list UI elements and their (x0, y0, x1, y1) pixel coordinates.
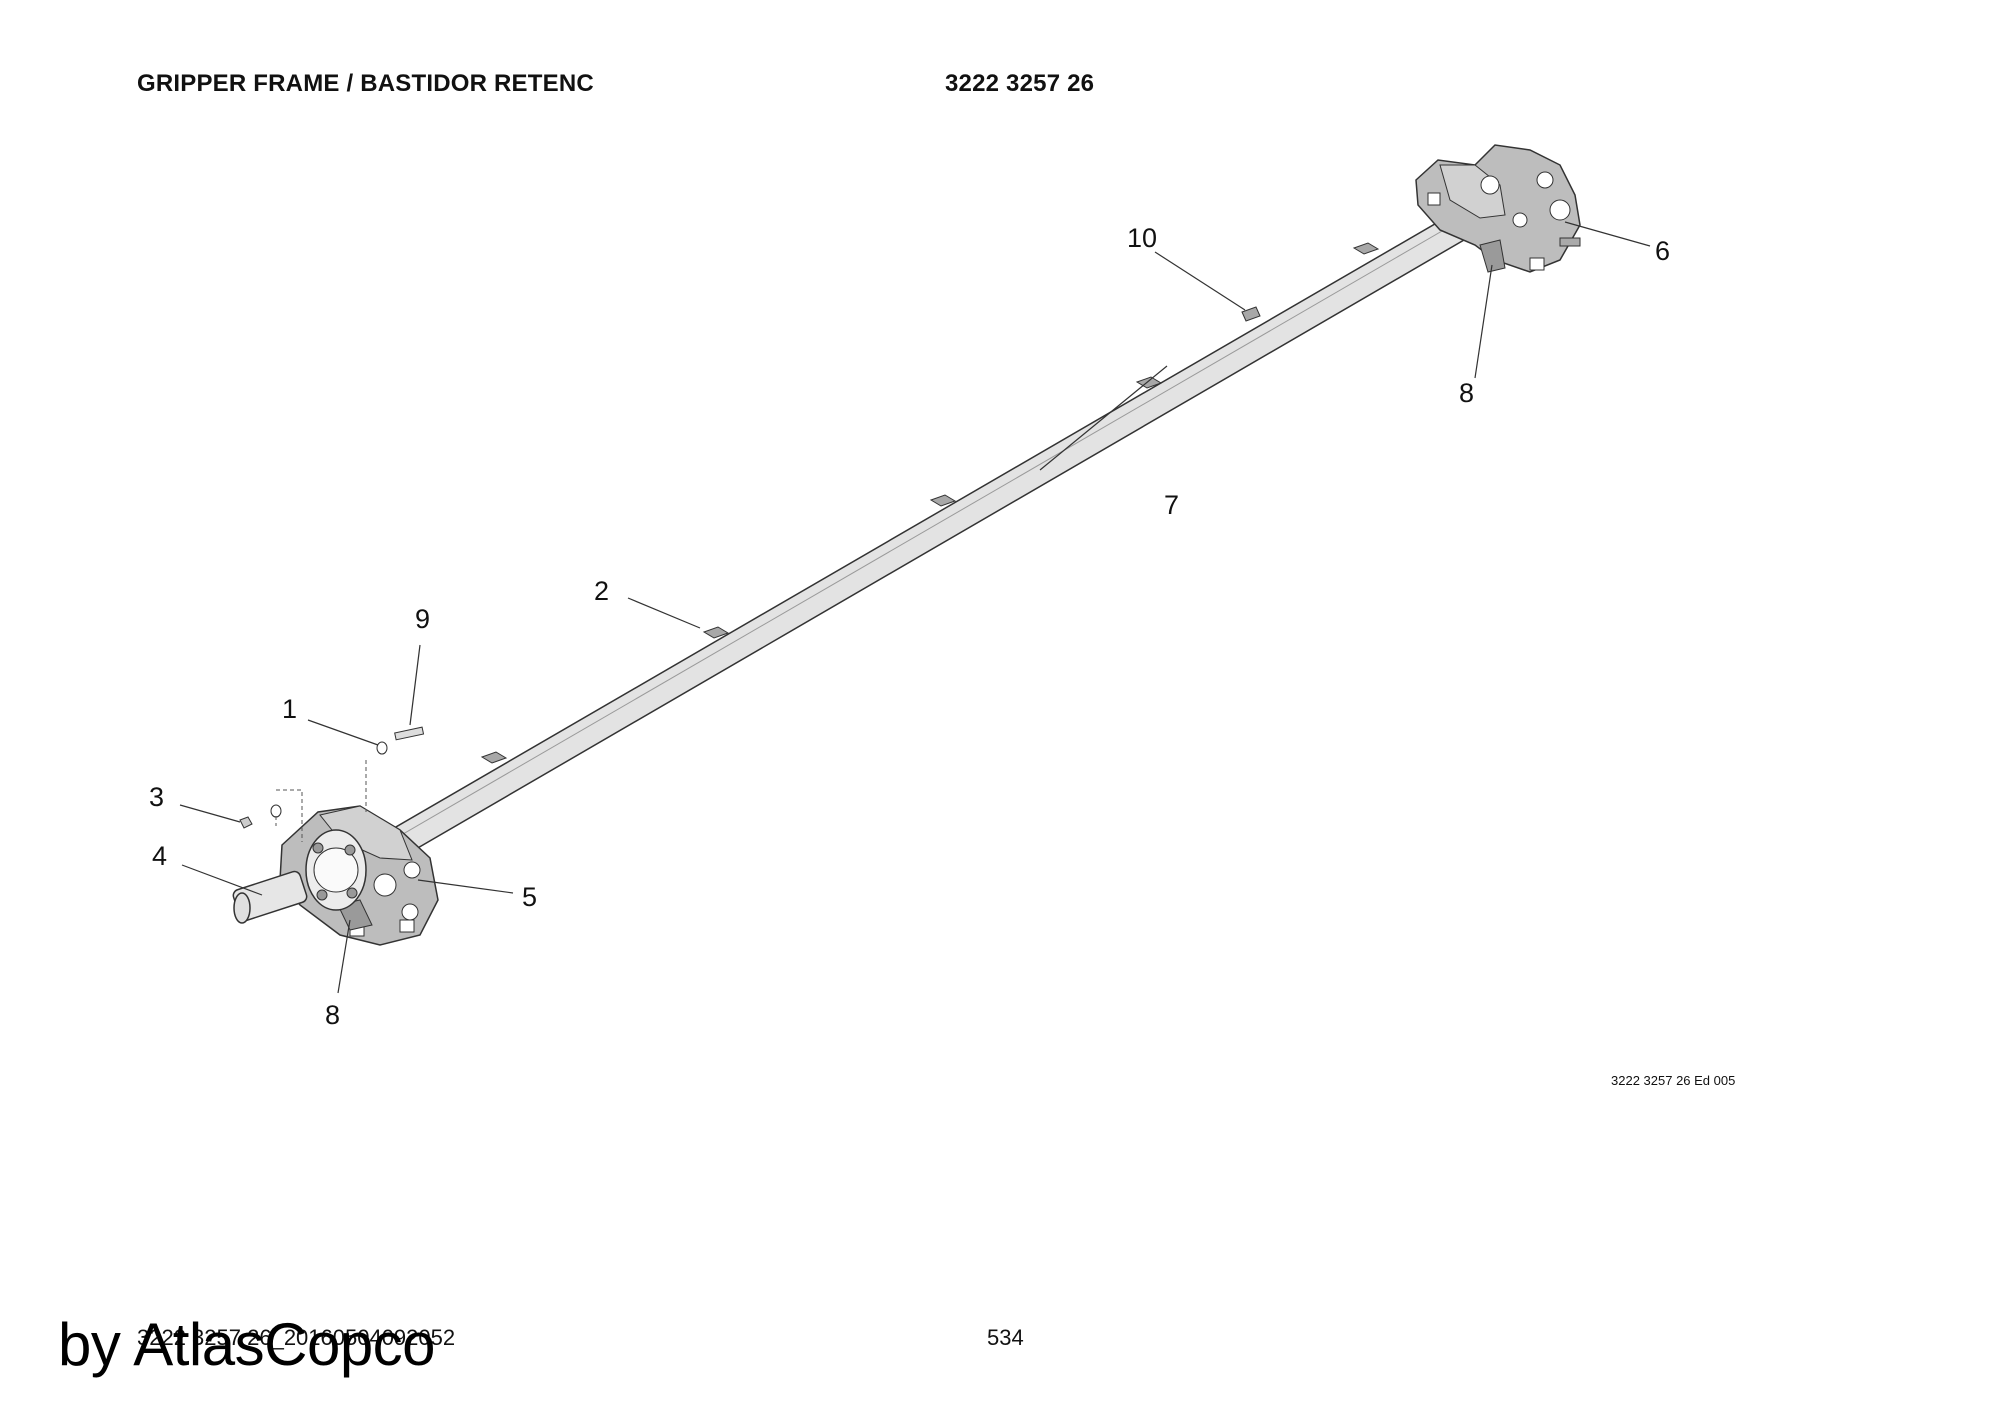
callout-10: 10 (1127, 223, 1157, 253)
right-end-plate (1415, 144, 1581, 273)
callout-7: 7 (1164, 490, 1179, 520)
callout-8-left: 8 (325, 1000, 340, 1030)
fasteners (239, 726, 425, 842)
watermark: by AtlasCopco (58, 1311, 436, 1378)
drive-shaft (232, 829, 367, 924)
gripper-tube (368, 190, 1496, 869)
callout-4: 4 (152, 841, 167, 871)
callout-3: 3 (149, 782, 164, 812)
page-title: GRIPPER FRAME / BASTIDOR RETENC (137, 70, 594, 97)
callout-1: 1 (282, 694, 297, 724)
callout-2: 2 (594, 576, 609, 606)
callout-labels: 1 2 3 4 5 6 7 8 8 9 10 (149, 223, 1670, 1030)
callout-8-right: 8 (1459, 378, 1474, 408)
callout-5: 5 (522, 882, 537, 912)
part-number: 3222 3257 26 (945, 70, 1095, 97)
callout-6: 6 (1655, 236, 1670, 266)
drawing-reference: 3222 3257 26 Ed 005 (1611, 1073, 1736, 1088)
callout-9: 9 (415, 604, 430, 634)
leader-lines (179, 221, 1651, 994)
tube-clips (480, 242, 1380, 764)
page-number: 534 (987, 1325, 1024, 1350)
document-id: 3222 3257 26_20160504092052 (137, 1325, 456, 1350)
